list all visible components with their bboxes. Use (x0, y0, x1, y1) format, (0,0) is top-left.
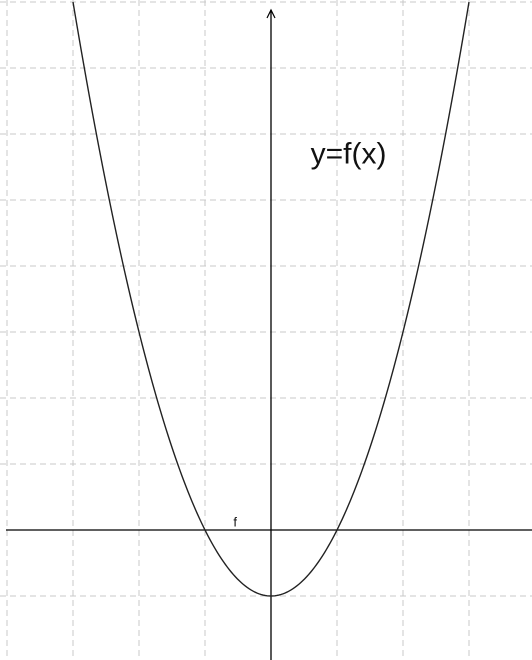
series-curve-f (72, 1, 470, 597)
curve-name-label: f (233, 515, 237, 530)
curves (72, 1, 470, 597)
y-axis-arrow-icon (266, 8, 276, 19)
equation-label: y=f(x) (311, 138, 387, 171)
axes (6, 8, 532, 660)
labels: f y=f(x) (233, 138, 386, 530)
